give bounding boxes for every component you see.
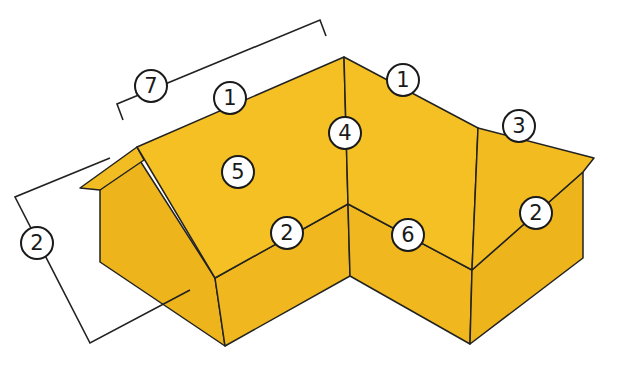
- callout-number: 5: [221, 155, 255, 189]
- callout-number: 3: [502, 109, 536, 143]
- dimension-brackets: [15, 20, 326, 343]
- callout-number: 6: [391, 218, 425, 252]
- callout-number: 4: [328, 116, 362, 150]
- roof-slope: [344, 57, 478, 270]
- callout-number: 7: [134, 69, 168, 103]
- house: [80, 57, 594, 346]
- callout-number: 2: [519, 196, 553, 230]
- gable-overhang: [80, 147, 144, 190]
- bracket: [117, 20, 326, 120]
- callout-number: 2: [270, 216, 304, 250]
- callout-number: 2: [20, 226, 54, 260]
- callout-number: 1: [386, 63, 420, 97]
- hip-slope: [472, 128, 594, 270]
- roof-slope: [137, 57, 348, 278]
- callout-number: 1: [213, 81, 247, 115]
- bracket: [15, 158, 190, 343]
